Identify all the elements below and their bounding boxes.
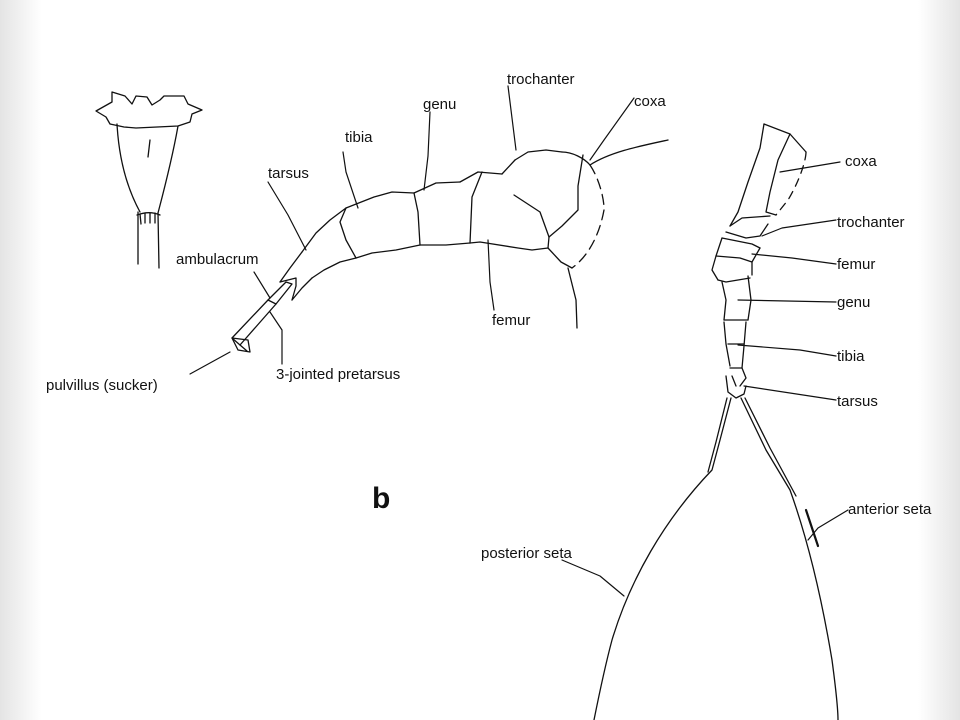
label-genu: genu bbox=[423, 96, 457, 113]
label-right-coxa: coxa bbox=[845, 153, 877, 170]
label-femur: femur bbox=[492, 312, 531, 329]
label-right-tibia: tibia bbox=[837, 348, 865, 365]
label-pulvillus: pulvillus (sucker) bbox=[46, 377, 158, 394]
main-leg-drawing bbox=[231, 139, 669, 353]
right-edge-shade bbox=[918, 0, 960, 720]
label-tarsus: tarsus bbox=[268, 165, 309, 182]
panel-label: b bbox=[372, 482, 391, 515]
label-anterior-seta: anterior seta bbox=[848, 501, 932, 518]
leader-lines bbox=[189, 85, 849, 597]
label-right-tarsus: tarsus bbox=[837, 393, 878, 410]
label-right-genu: genu bbox=[837, 294, 871, 311]
label-coxa: coxa bbox=[634, 93, 666, 110]
pretarsus-detail-drawing bbox=[95, 91, 203, 269]
label-ambulacrum: ambulacrum bbox=[176, 251, 259, 268]
label-posterior-seta: posterior seta bbox=[481, 545, 572, 562]
label-right-trochanter: trochanter bbox=[837, 214, 905, 231]
right-leg-drawing bbox=[593, 123, 839, 720]
label-trochanter: trochanter bbox=[507, 71, 575, 88]
label-tibia: tibia bbox=[345, 129, 373, 146]
label-pretarsus: 3-jointed pretarsus bbox=[276, 366, 401, 383]
label-right-femur: femur bbox=[837, 256, 876, 273]
left-edge-shade bbox=[0, 0, 42, 720]
